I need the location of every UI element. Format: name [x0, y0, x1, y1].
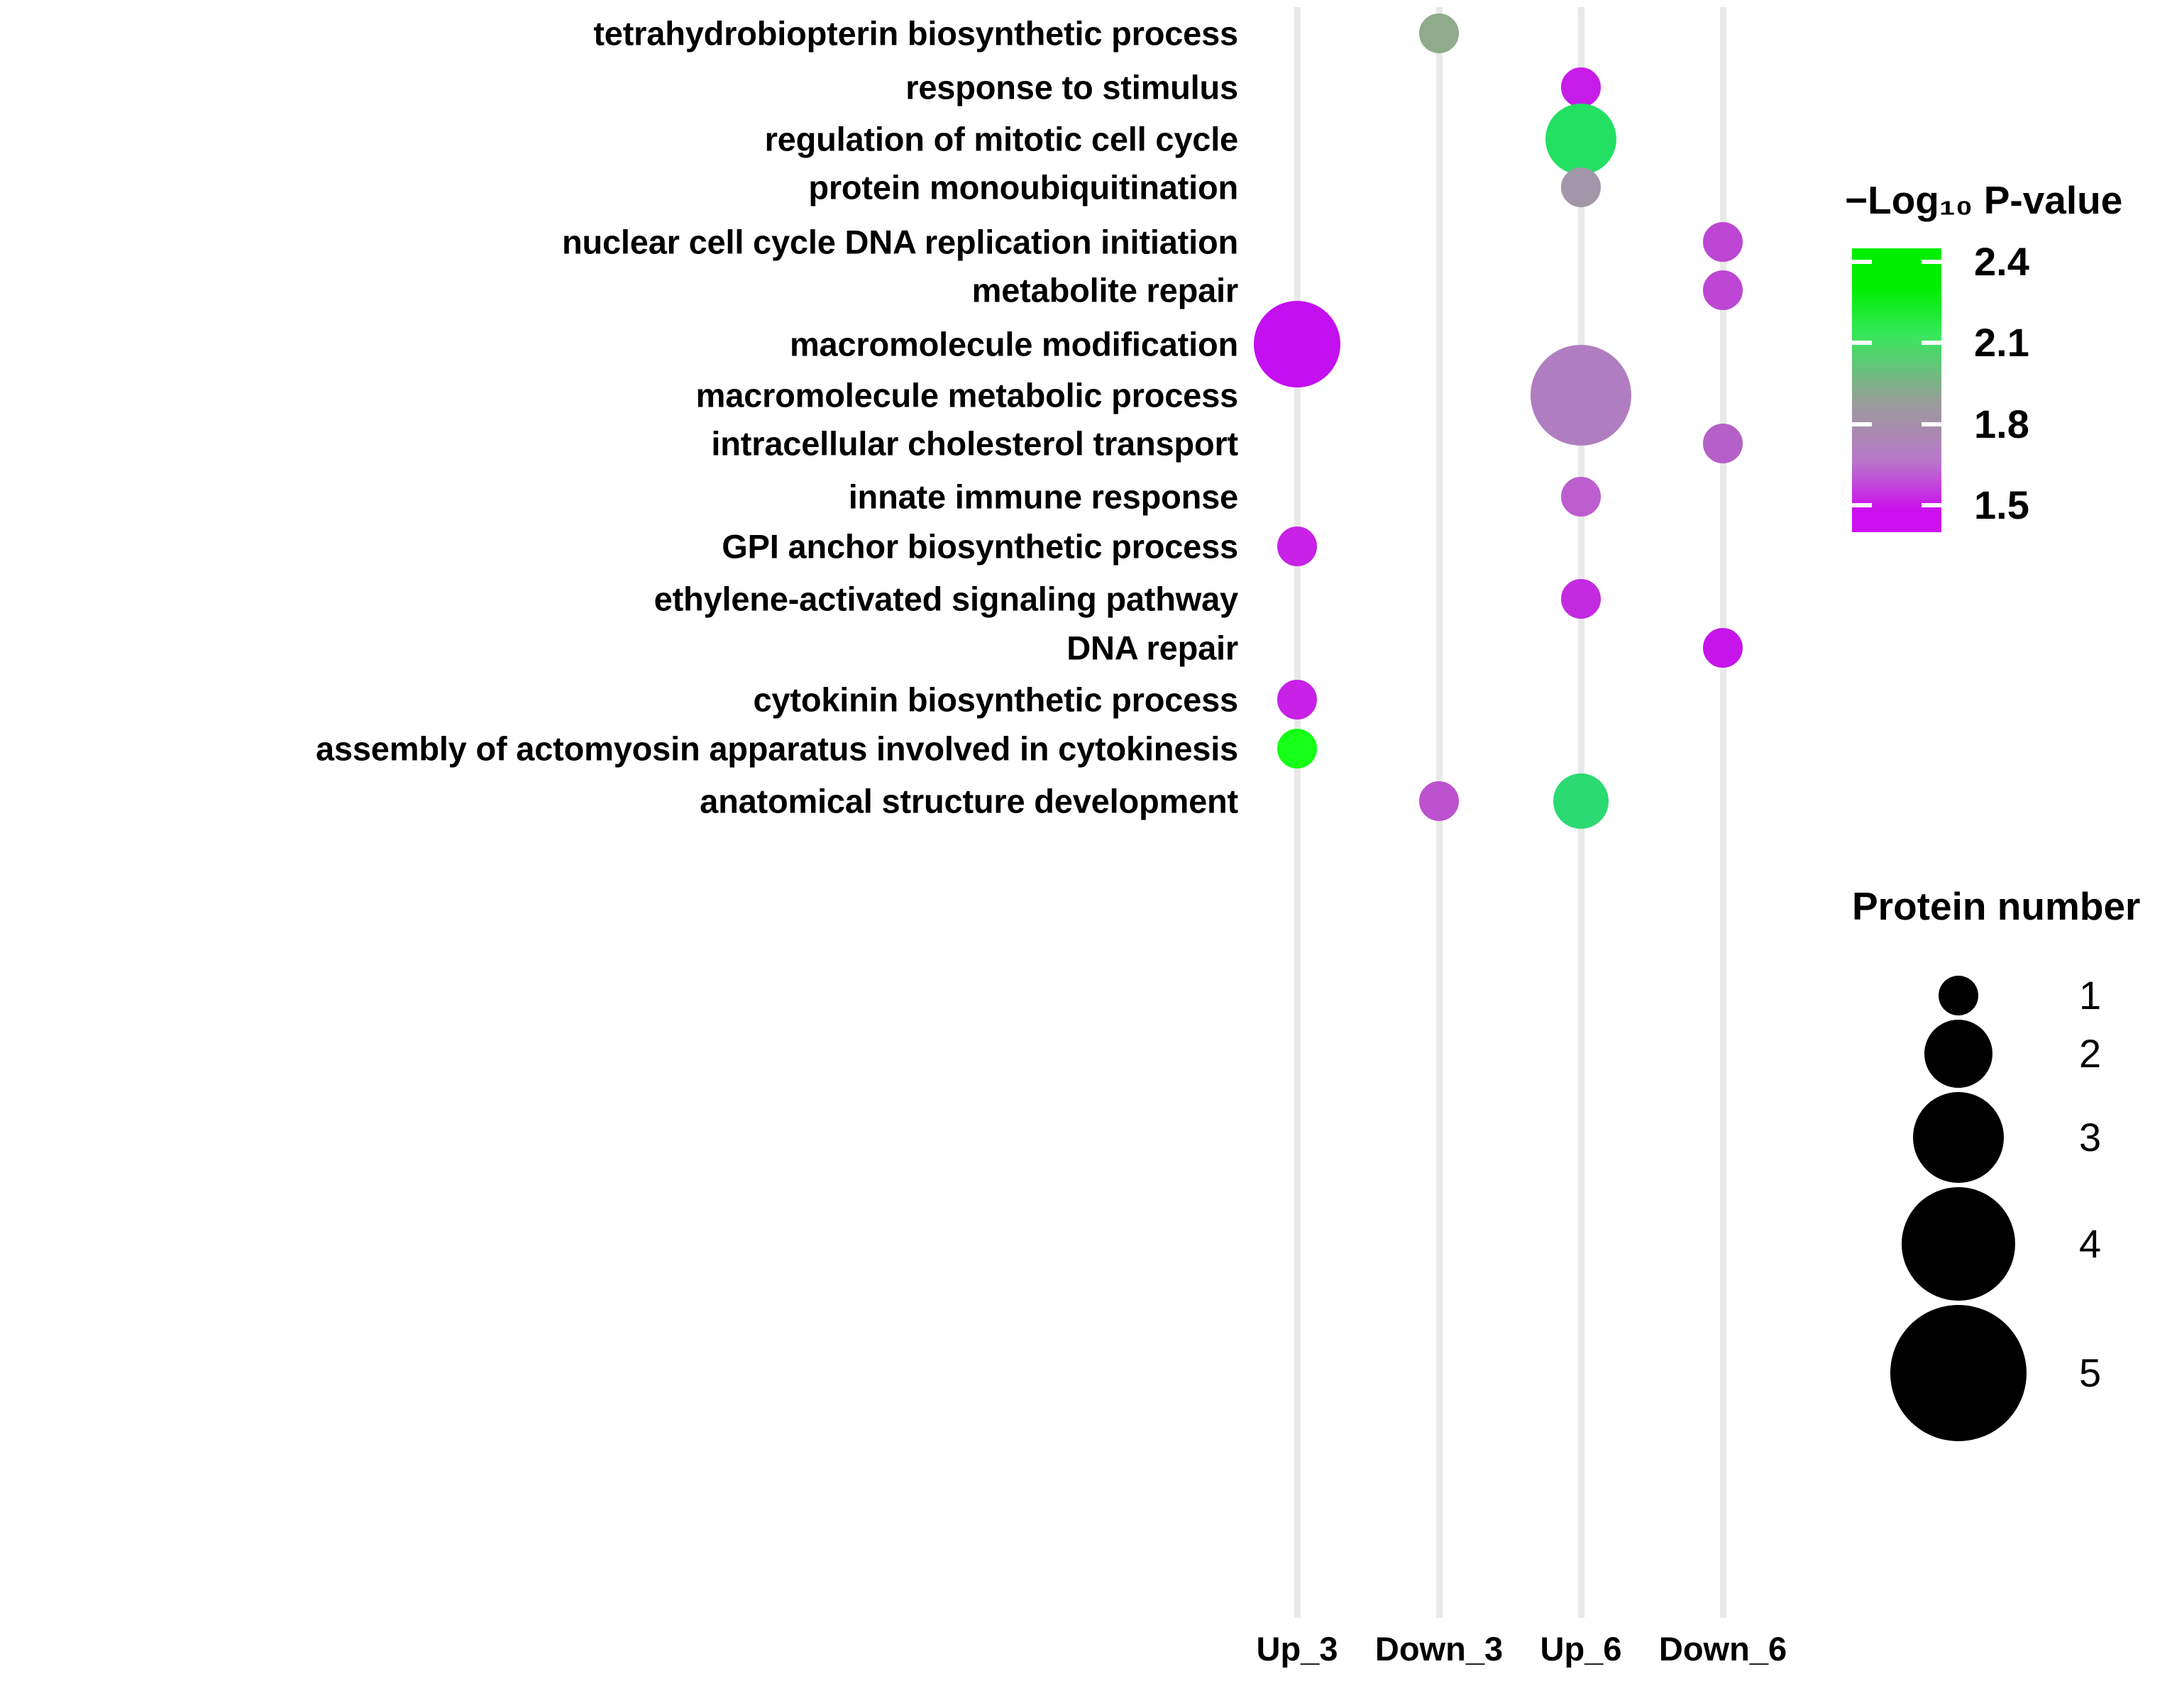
y-axis-label: DNA repair [1066, 629, 1238, 667]
bubble-point[interactable] [1703, 424, 1743, 463]
size-legend-dot [1890, 1305, 2027, 1441]
color-legend-tick-label: 1.8 [1974, 401, 2029, 446]
bubble-point[interactable] [1419, 13, 1459, 53]
size-legend-label: 2 [2079, 1031, 2102, 1076]
bubble-point[interactable] [1419, 781, 1459, 821]
bubble-point[interactable] [1277, 527, 1317, 566]
color-legend-tick-mark [1922, 260, 1941, 265]
size-legend-label: 1 [2079, 973, 2102, 1018]
gridline-down_6 [1720, 7, 1726, 1618]
y-axis-label: innate immune response [848, 478, 1238, 516]
y-axis-label: regulation of mitotic cell cycle [764, 120, 1239, 158]
y-axis-label: GPI anchor biosynthetic process [722, 527, 1238, 566]
size-legend-title: Protein number [1852, 884, 2141, 928]
bubble-point[interactable] [1254, 301, 1340, 387]
plot-panel [1249, 0, 1788, 1625]
y-axis-label: anatomical structure development [700, 782, 1238, 820]
y-axis-label: macromolecule metabolic process [695, 376, 1239, 414]
size-legend-dot [1939, 976, 1978, 1015]
x-tick-down_6: Down_6 [1658, 1630, 1787, 1668]
y-axis-label: assembly of actomyosin apparatus involve… [315, 729, 1238, 768]
size-legend-label: 5 [2079, 1350, 2102, 1395]
x-tick-down_3: Down_3 [1374, 1630, 1504, 1668]
size-legend-label: 4 [2079, 1221, 2102, 1266]
size-legend: Protein number 1 2 3 4 5 [1845, 887, 2164, 1490]
color-legend-tick-mark [1852, 341, 1872, 346]
bubble-point[interactable] [1561, 67, 1601, 107]
bubble-point[interactable] [1561, 579, 1601, 619]
x-tick-up_3: Up_3 [1256, 1630, 1338, 1668]
color-legend-tick-label: 2.1 [1974, 320, 2029, 365]
bubble-point[interactable] [1561, 477, 1601, 517]
y-axis-category-labels: tetrahydrobiopterin biosynthetic process… [315, 14, 1239, 820]
y-axis-label: macromolecule modification [789, 325, 1238, 363]
bubble-point[interactable] [1561, 167, 1601, 207]
y-axis-label: ethylene-activated signaling pathway [654, 580, 1239, 618]
color-legend-tick-mark [1852, 260, 1872, 265]
bubble-point[interactable] [1531, 345, 1631, 446]
color-legend-title-text: −Log₁₀ P-value [1845, 178, 2123, 222]
size-legend-dot [1902, 1187, 2015, 1301]
color-legend-gradient-bar [1852, 248, 1941, 532]
bubble-point[interactable] [1553, 773, 1609, 829]
size-legend-dot [1924, 1020, 1992, 1088]
y-axis-label: protein monoubiquitination [808, 168, 1238, 206]
x-axis-tick-labels: Up_3 Down_3 Up_6 Down_6 [1249, 1632, 1788, 1696]
bubble-point[interactable] [1545, 104, 1616, 175]
color-legend-tick-mark [1852, 502, 1872, 507]
color-legend-tick-mark [1922, 502, 1941, 507]
y-axis-label: intracellular cholesterol transport [711, 424, 1238, 463]
color-legend-tick-mark [1852, 422, 1872, 426]
y-axis-label: response to stimulus [905, 68, 1238, 106]
x-tick-up_6: Up_6 [1540, 1630, 1622, 1668]
size-legend-dot [1913, 1092, 2004, 1183]
bubble-point[interactable] [1703, 270, 1743, 310]
bubble-point[interactable] [1703, 628, 1743, 668]
y-axis-label: tetrahydrobiopterin biosynthetic process [593, 14, 1238, 53]
gridline-up_3 [1294, 7, 1301, 1618]
color-legend-tick-mark [1922, 341, 1941, 346]
y-axis-label: cytokinin biosynthetic process [753, 681, 1238, 719]
size-legend-label: 3 [2079, 1115, 2102, 1159]
color-legend-tick-mark [1922, 422, 1941, 426]
color-legend-tick-label: 1.5 [1974, 482, 2029, 527]
bubble-point[interactable] [1277, 680, 1317, 720]
y-axis-label: nuclear cell cycle DNA replication initi… [561, 223, 1238, 261]
y-axis-label: metabolite repair [971, 271, 1239, 309]
color-legend-title: −Log₁₀ P-value [1845, 181, 2122, 220]
bubble-point[interactable] [1703, 222, 1743, 262]
color-legend: −Log₁₀ P-value 2.4 2.1 1.8 1.5 [1845, 181, 2157, 678]
bubble-point[interactable] [1277, 729, 1317, 768]
color-legend-tick-label: 2.4 [1974, 239, 2029, 285]
